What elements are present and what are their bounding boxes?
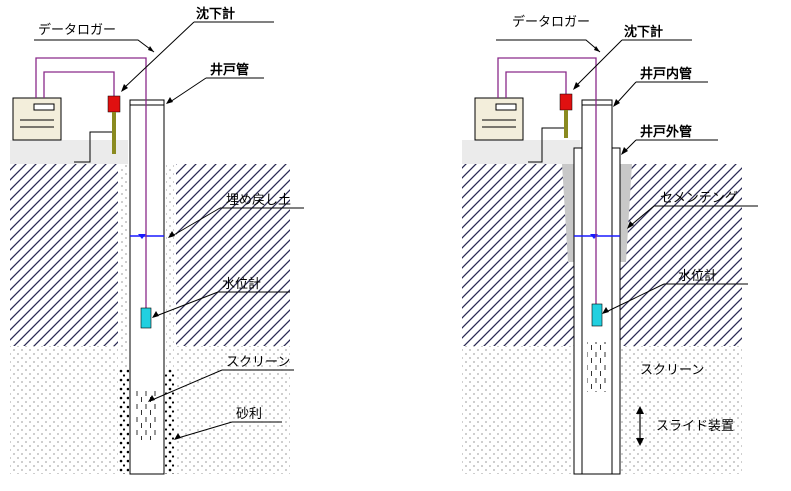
right-slide-arrow-up — [636, 406, 644, 414]
left-borehole-dots-l — [120, 164, 128, 368]
left-leader-screen — [151, 369, 294, 401]
right-leader-sensor — [605, 283, 748, 313]
right-label-data-logger: データロガー — [512, 14, 590, 30]
left-arrow-backfill — [168, 231, 175, 238]
right-leader-settlement — [575, 39, 692, 87]
left-label-well-pipe: 井戸管 — [210, 62, 249, 78]
left-arrow-sensor — [152, 311, 159, 318]
left-borehole-dots-r — [166, 164, 174, 368]
left-gravel-left — [119, 368, 129, 474]
left-cable-settlement — [43, 71, 115, 98]
right-settlement-gauge — [559, 93, 573, 111]
right-arrow-settlement — [573, 82, 580, 90]
right-label-slide-device: スライド装置 — [656, 419, 734, 434]
right-cable-settlement — [505, 71, 567, 98]
right-label-outer-pipe: 井戸外管 — [640, 124, 692, 140]
left-screen-slots — [136, 390, 158, 440]
left-diagram: データロガー 沈下計 井戸管 埋め戻し土 水位計 スクリーン 砂利 — [10, 6, 304, 475]
left-water-marker — [138, 234, 146, 239]
right-arrow-outer-pipe — [621, 147, 628, 155]
left-leader-settlement — [123, 21, 274, 89]
right-arrow-logger — [594, 46, 600, 52]
right-leader-inner-pipe — [615, 81, 708, 105]
right-label-screen: スクリーン — [640, 363, 704, 378]
right-logger-base — [462, 140, 580, 164]
left-leader-backfill — [171, 207, 304, 237]
left-arrow-screen — [148, 395, 155, 402]
right-label-water-gauge: 水位計 — [678, 268, 717, 284]
right-slide-arrow-down — [636, 438, 644, 446]
left-logger-base — [10, 140, 128, 164]
left-arrow-gravel — [174, 433, 181, 440]
left-label-backfill: 埋め戻し土 — [226, 193, 291, 208]
right-gauge-anchor — [528, 127, 564, 163]
right-gauge-rod — [564, 110, 568, 138]
left-logger-display — [33, 103, 55, 111]
right-leader-cement — [629, 205, 758, 227]
left-arrow-pipe — [166, 97, 173, 104]
right-arrow-inner-pipe — [613, 99, 620, 107]
right-screen-slots — [587, 342, 607, 392]
left-label-gravel: 砂利 — [236, 407, 262, 422]
left-leader-sensor — [155, 291, 290, 317]
left-label-screen: スクリーン — [226, 355, 290, 370]
left-settlement-gauge — [107, 95, 121, 113]
left-gauge-anchor — [74, 131, 112, 163]
right-arrow-cement — [627, 221, 634, 229]
left-label-settlement-gauge: 沈下計 — [196, 6, 235, 22]
right-leader-logger — [496, 39, 601, 53]
left-arrow-logger — [148, 46, 154, 52]
left-leader-gravel — [177, 421, 282, 439]
left-leader-logger — [34, 39, 155, 53]
left-leader-pipe — [169, 77, 264, 103]
right-diagram: データロガー 沈下計 井戸内管 井戸外管 セメンテング 水位計 スクリーン スラ… — [462, 14, 758, 475]
left-label-data-logger: データロガー — [38, 22, 116, 38]
right-leader-outer-pipe — [623, 139, 718, 153]
left-cable-water — [35, 57, 147, 310]
right-logger-display — [495, 103, 517, 111]
right-cable-water — [497, 57, 597, 305]
right-arrow-sensor — [602, 307, 609, 314]
left-gauge-rod — [112, 112, 116, 154]
right-label-cementing: セメンテング — [660, 191, 738, 206]
left-gravel-right — [165, 368, 175, 474]
right-label-settlement-gauge: 沈下計 — [624, 24, 663, 40]
right-water-sensor — [591, 303, 603, 327]
left-water-sensor — [140, 307, 152, 329]
right-label-inner-pipe: 井戸内管 — [640, 66, 692, 82]
left-arrow-settlement — [121, 84, 128, 92]
right-cement-right — [620, 164, 632, 262]
right-cement-left — [562, 164, 574, 262]
right-inner-pipe — [581, 99, 613, 475]
left-label-water-gauge: 水位計 — [222, 276, 261, 292]
